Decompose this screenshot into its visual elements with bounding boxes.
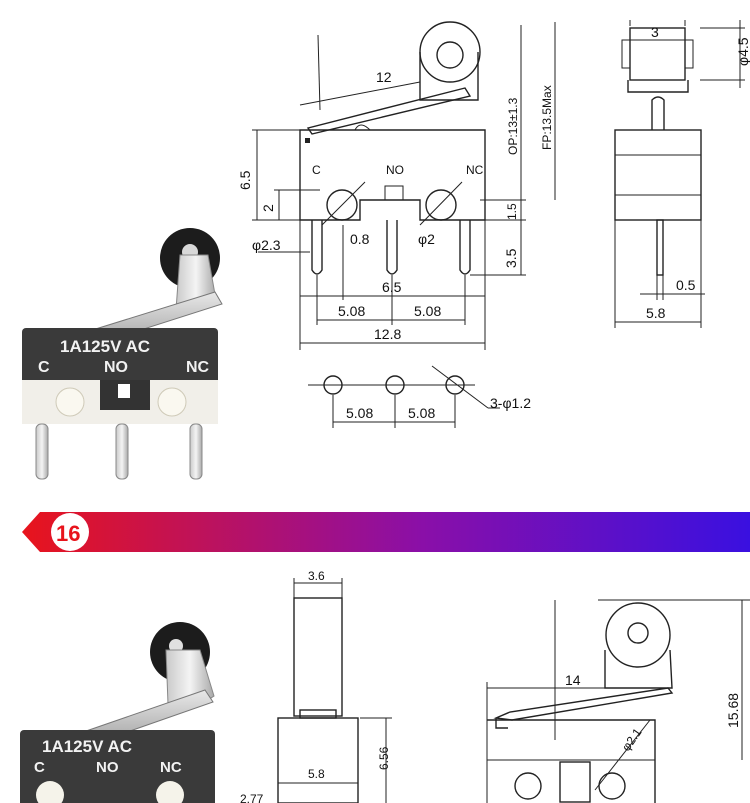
photo-nc-label: NC [186,359,210,376]
bottom-dim-15-68: 15.68 [725,693,741,728]
bottom-dim-phi-2-1: φ2.1 [619,725,645,753]
switch-photo-bottom: 1A125V AC C NO NC [20,622,215,803]
hole-dim-3-phi-1-2: 3-φ1.2 [490,395,531,411]
dim-2: 2 [260,204,276,212]
switch-photo-top: 1A125V AC C NO NC [22,228,223,480]
dim-op: OP:13±1.3 [506,97,520,155]
photo2-no-label: NO [96,759,119,776]
section-banner: 16 [22,512,750,552]
banner-number-badge [51,513,89,551]
label-nc: NC [466,163,484,177]
side-view-drawing: 3 φ4.5 0.5 5.8 [614,20,750,328]
photo2-c-label: C [34,759,45,776]
bottom-dim-5-8: 5.8 [308,767,325,781]
side-dim-5-8: 5.8 [646,305,666,321]
hole-dim-5-08-right: 5.08 [408,405,435,421]
dim-5-08-right: 5.08 [414,303,441,319]
bottom-dim-6-56: 6.56 [377,746,391,770]
dim-fp: FP:13.5Max [540,85,554,150]
front-view-drawing: 12 OP:13±1.3 FP:13.5Max C NO NC 6.5 2 φ2… [237,21,556,350]
photo-no-label: NO [104,359,128,376]
photo-rating-text: 1A125V AC [60,337,150,356]
hole-pattern-drawing: 5.08 5.08 3-φ1.2 [308,365,531,428]
dim-lever-12: 12 [376,69,392,85]
dim-5-08-left: 5.08 [338,303,365,319]
label-c: C [312,163,321,177]
photo2-rating-text: 1A125V AC [42,737,132,756]
side-dim-3: 3 [651,24,659,40]
dim-6-5-vert: 6.5 [237,170,253,190]
photo2-nc-label: NC [160,759,182,776]
side-dim-phi-4-5: φ4.5 [735,37,750,66]
dim-0-8: 0.8 [350,231,370,247]
bottom-front-drawing: 14 15.68 φ2.1 [486,599,750,803]
bottom-dim-14: 14 [565,672,581,688]
dim-3-5: 3.5 [503,248,519,268]
bottom-dim-3-6: 3.6 [308,569,325,583]
banner-number: 16 [56,521,80,546]
label-no: NO [386,163,404,177]
bottom-dim-partial: 2.77 [240,792,264,803]
hole-dim-5-08-left: 5.08 [346,405,373,421]
dim-12-8: 12.8 [374,326,401,342]
dim-1-5: 1.5 [505,203,519,220]
side-dim-0-5: 0.5 [676,277,696,293]
dim-6-5-horiz: 6.5 [382,279,402,295]
dim-phi-2: φ2 [418,231,435,247]
photo-c-label: C [38,359,50,376]
dim-phi-2-3: φ2.3 [252,237,281,253]
bottom-side-drawing: 3.6 6.56 5.8 2.77 [240,569,392,803]
